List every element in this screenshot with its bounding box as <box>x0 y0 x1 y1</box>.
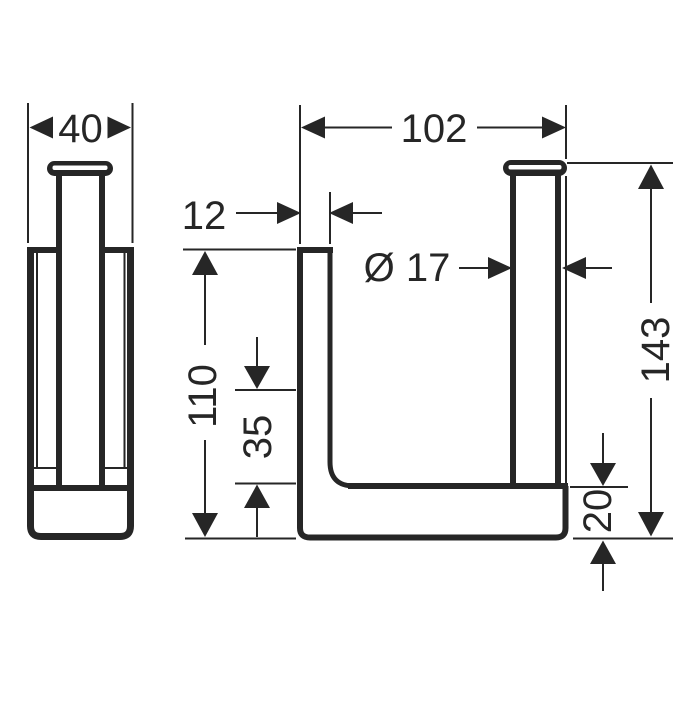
arrowhead-down <box>244 366 270 389</box>
arrowhead-right-pointing <box>277 202 301 224</box>
arrowhead-down <box>590 463 616 486</box>
front-view <box>297 160 569 541</box>
arrowhead-right <box>542 116 566 139</box>
side-view <box>27 161 134 540</box>
arrowhead-left <box>29 116 53 139</box>
bracket-arm-inner-edge <box>327 250 355 489</box>
dim-label-side-width: 40 <box>58 107 103 151</box>
dim-label-front-width: 102 <box>401 107 468 151</box>
bracket-outer-outline <box>297 247 569 541</box>
arrowhead-left-pointing <box>329 202 353 224</box>
arrowhead-right-pointing <box>488 257 512 279</box>
front-rod-cap-highlight <box>508 165 562 170</box>
arrowhead-right <box>107 116 131 139</box>
dim-label-arm-thickness: 12 <box>182 194 227 238</box>
dimension-side-width: 40 <box>27 103 134 243</box>
dimension-arm-thickness: 12 <box>182 192 382 244</box>
dim-label-rod-diameter: Ø 17 <box>364 246 451 290</box>
dimension-rod-diameter: Ø 17 <box>364 246 612 290</box>
dim-label-body-height: 110 <box>181 364 225 428</box>
arrowhead-left-pointing <box>562 257 586 279</box>
dimension-body-height: 110 <box>181 248 296 540</box>
dim-label-base-thickness: 20 <box>576 489 620 534</box>
dimension-total-height: 143 <box>567 162 678 540</box>
arrowhead-down <box>192 513 218 537</box>
dimension-base-thickness: 20 <box>570 433 628 591</box>
arrowhead-left <box>301 116 325 139</box>
side-rod-cap-highlight <box>52 165 108 170</box>
arrowhead-up <box>192 251 218 275</box>
arrowhead-up <box>638 164 664 189</box>
dimension-inner-clearance: 35 <box>235 337 296 537</box>
side-housing-outline <box>27 247 134 540</box>
dimension-front-width: 102 <box>299 105 567 244</box>
dim-label-inner-clearance: 35 <box>236 415 280 460</box>
dim-label-total-height: 143 <box>634 317 678 384</box>
arrowhead-down <box>638 512 664 537</box>
arrowhead-up <box>244 484 270 508</box>
arrowhead-up <box>590 540 616 564</box>
